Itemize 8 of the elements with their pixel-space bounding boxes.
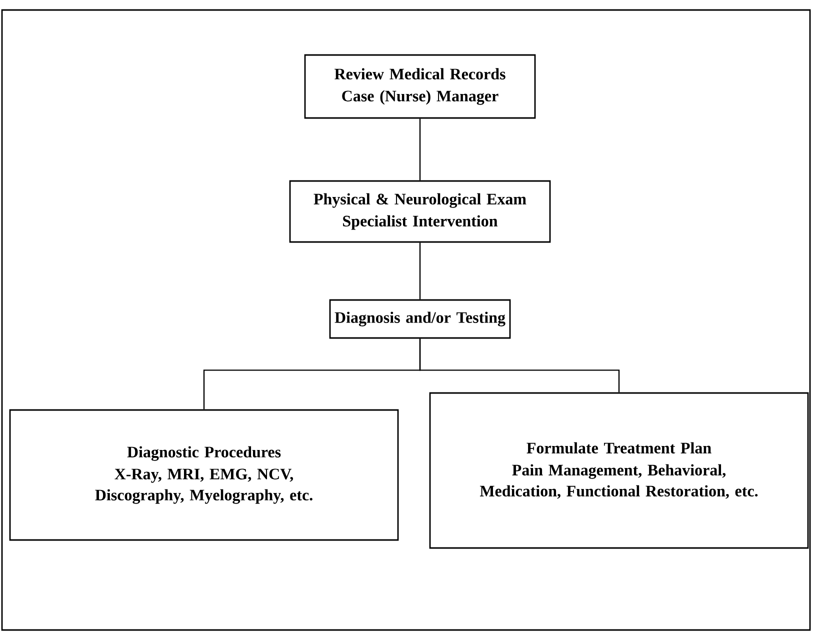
process-box: Diagnosis and/or Testing — [329, 299, 511, 339]
process-box: Review Medical Records Case (Nurse) Manager — [304, 54, 536, 119]
connector-line — [419, 338, 620, 392]
process-box: Diagnostic Procedures X-Ray, MRI, EMG, NCV, Discography, Myelography, etc. — [9, 409, 399, 541]
connector-line — [419, 242, 421, 300]
process-box: Formulate Treatment Plan Pain Management, Behavioral, Medication, Functional Restoration, etc. — [429, 392, 809, 549]
connector-line — [419, 118, 421, 180]
process-box: Physical & Neurological Exam Specialist Intervention — [289, 180, 551, 243]
